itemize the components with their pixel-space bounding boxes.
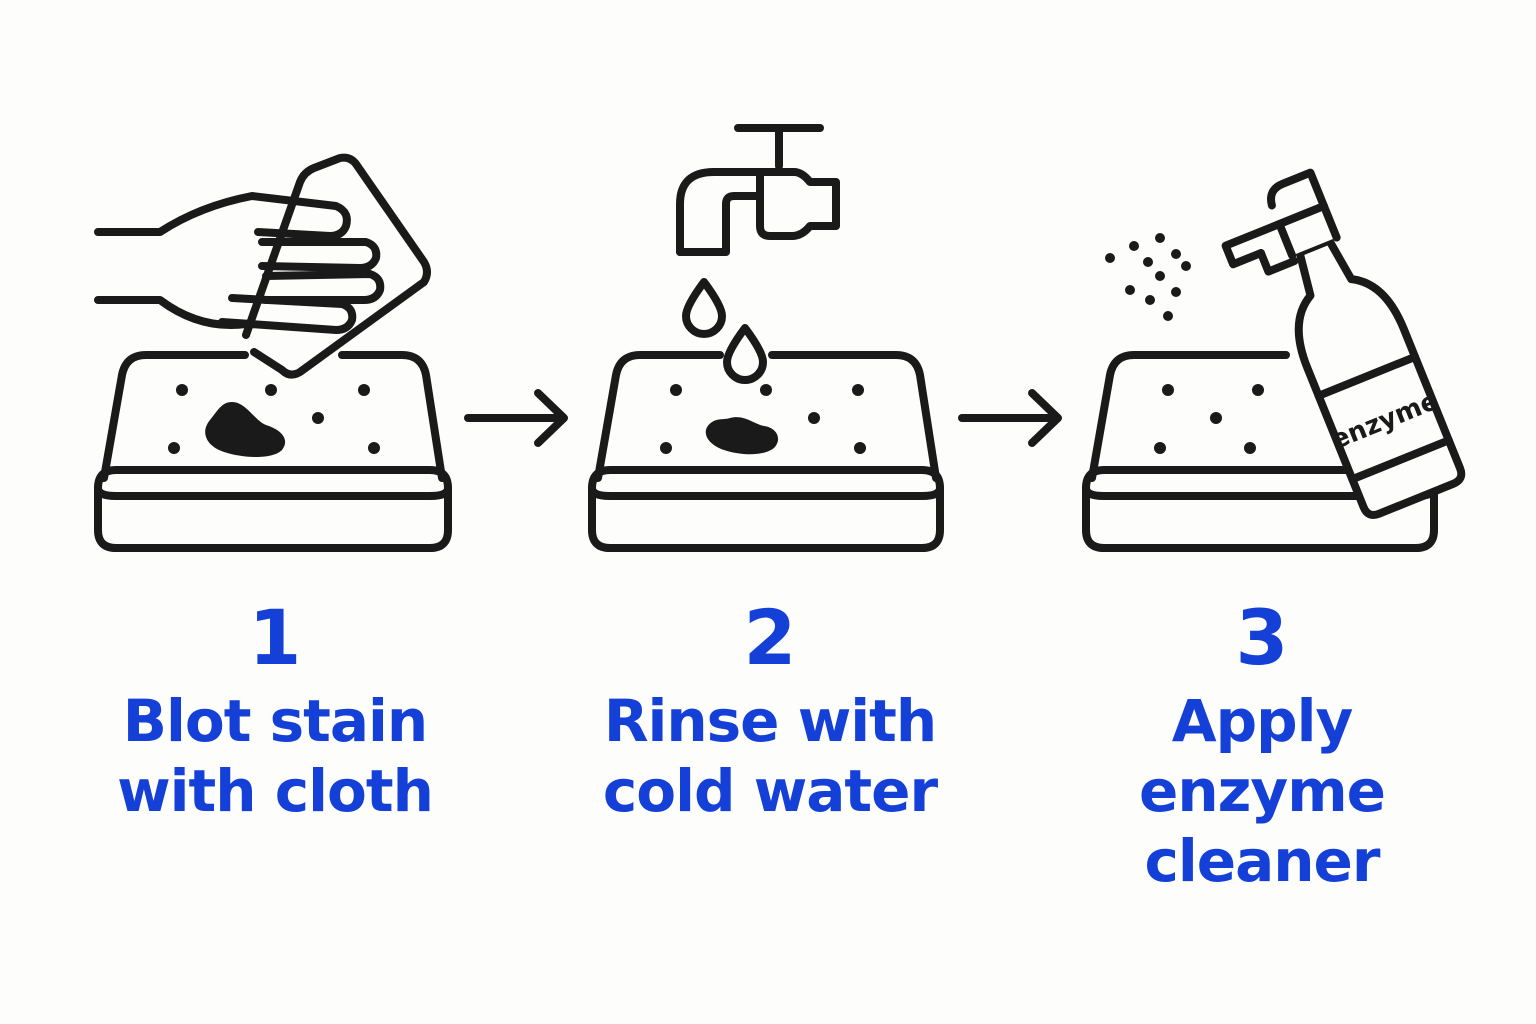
spray-mist-icon xyxy=(1105,233,1191,321)
water-drops-icon xyxy=(682,278,767,384)
mattress-3-dots xyxy=(1154,384,1264,454)
step-1-line-2: with cloth xyxy=(117,757,434,825)
step-1-number: 1 xyxy=(248,593,302,682)
step-2-line-2: cold water xyxy=(602,757,938,825)
step-2-number: 2 xyxy=(743,593,797,682)
mattress-1-dots xyxy=(168,384,380,454)
mattress-2-dots xyxy=(660,384,866,454)
step-1-caption: 1 Blot stain with cloth xyxy=(75,590,475,826)
step-3-line-1: Apply xyxy=(1171,687,1354,755)
arrow-2-icon xyxy=(958,389,1062,447)
step-2-caption: 2 Rinse with cold water xyxy=(570,590,970,826)
stain-2-icon xyxy=(705,417,779,455)
mattress-2-icon xyxy=(588,351,944,552)
spray-bottle-icon: enzyme xyxy=(1221,168,1466,519)
faucet-icon xyxy=(676,124,840,256)
hand-blotting-icon xyxy=(94,153,431,379)
step-2-line-1: Rinse with xyxy=(603,687,937,755)
step-1-line-1: Blot stain xyxy=(122,687,428,755)
arrow-1-icon xyxy=(464,389,568,447)
step-3-line-2: enzyme xyxy=(1139,757,1386,825)
stain-1-icon xyxy=(205,402,286,457)
mattress-1-icon xyxy=(94,351,452,552)
step-3-caption: 3 Apply enzyme cleaner xyxy=(1062,590,1462,896)
step-3-number: 3 xyxy=(1235,593,1289,682)
step-3-line-3: cleaner xyxy=(1144,827,1381,895)
